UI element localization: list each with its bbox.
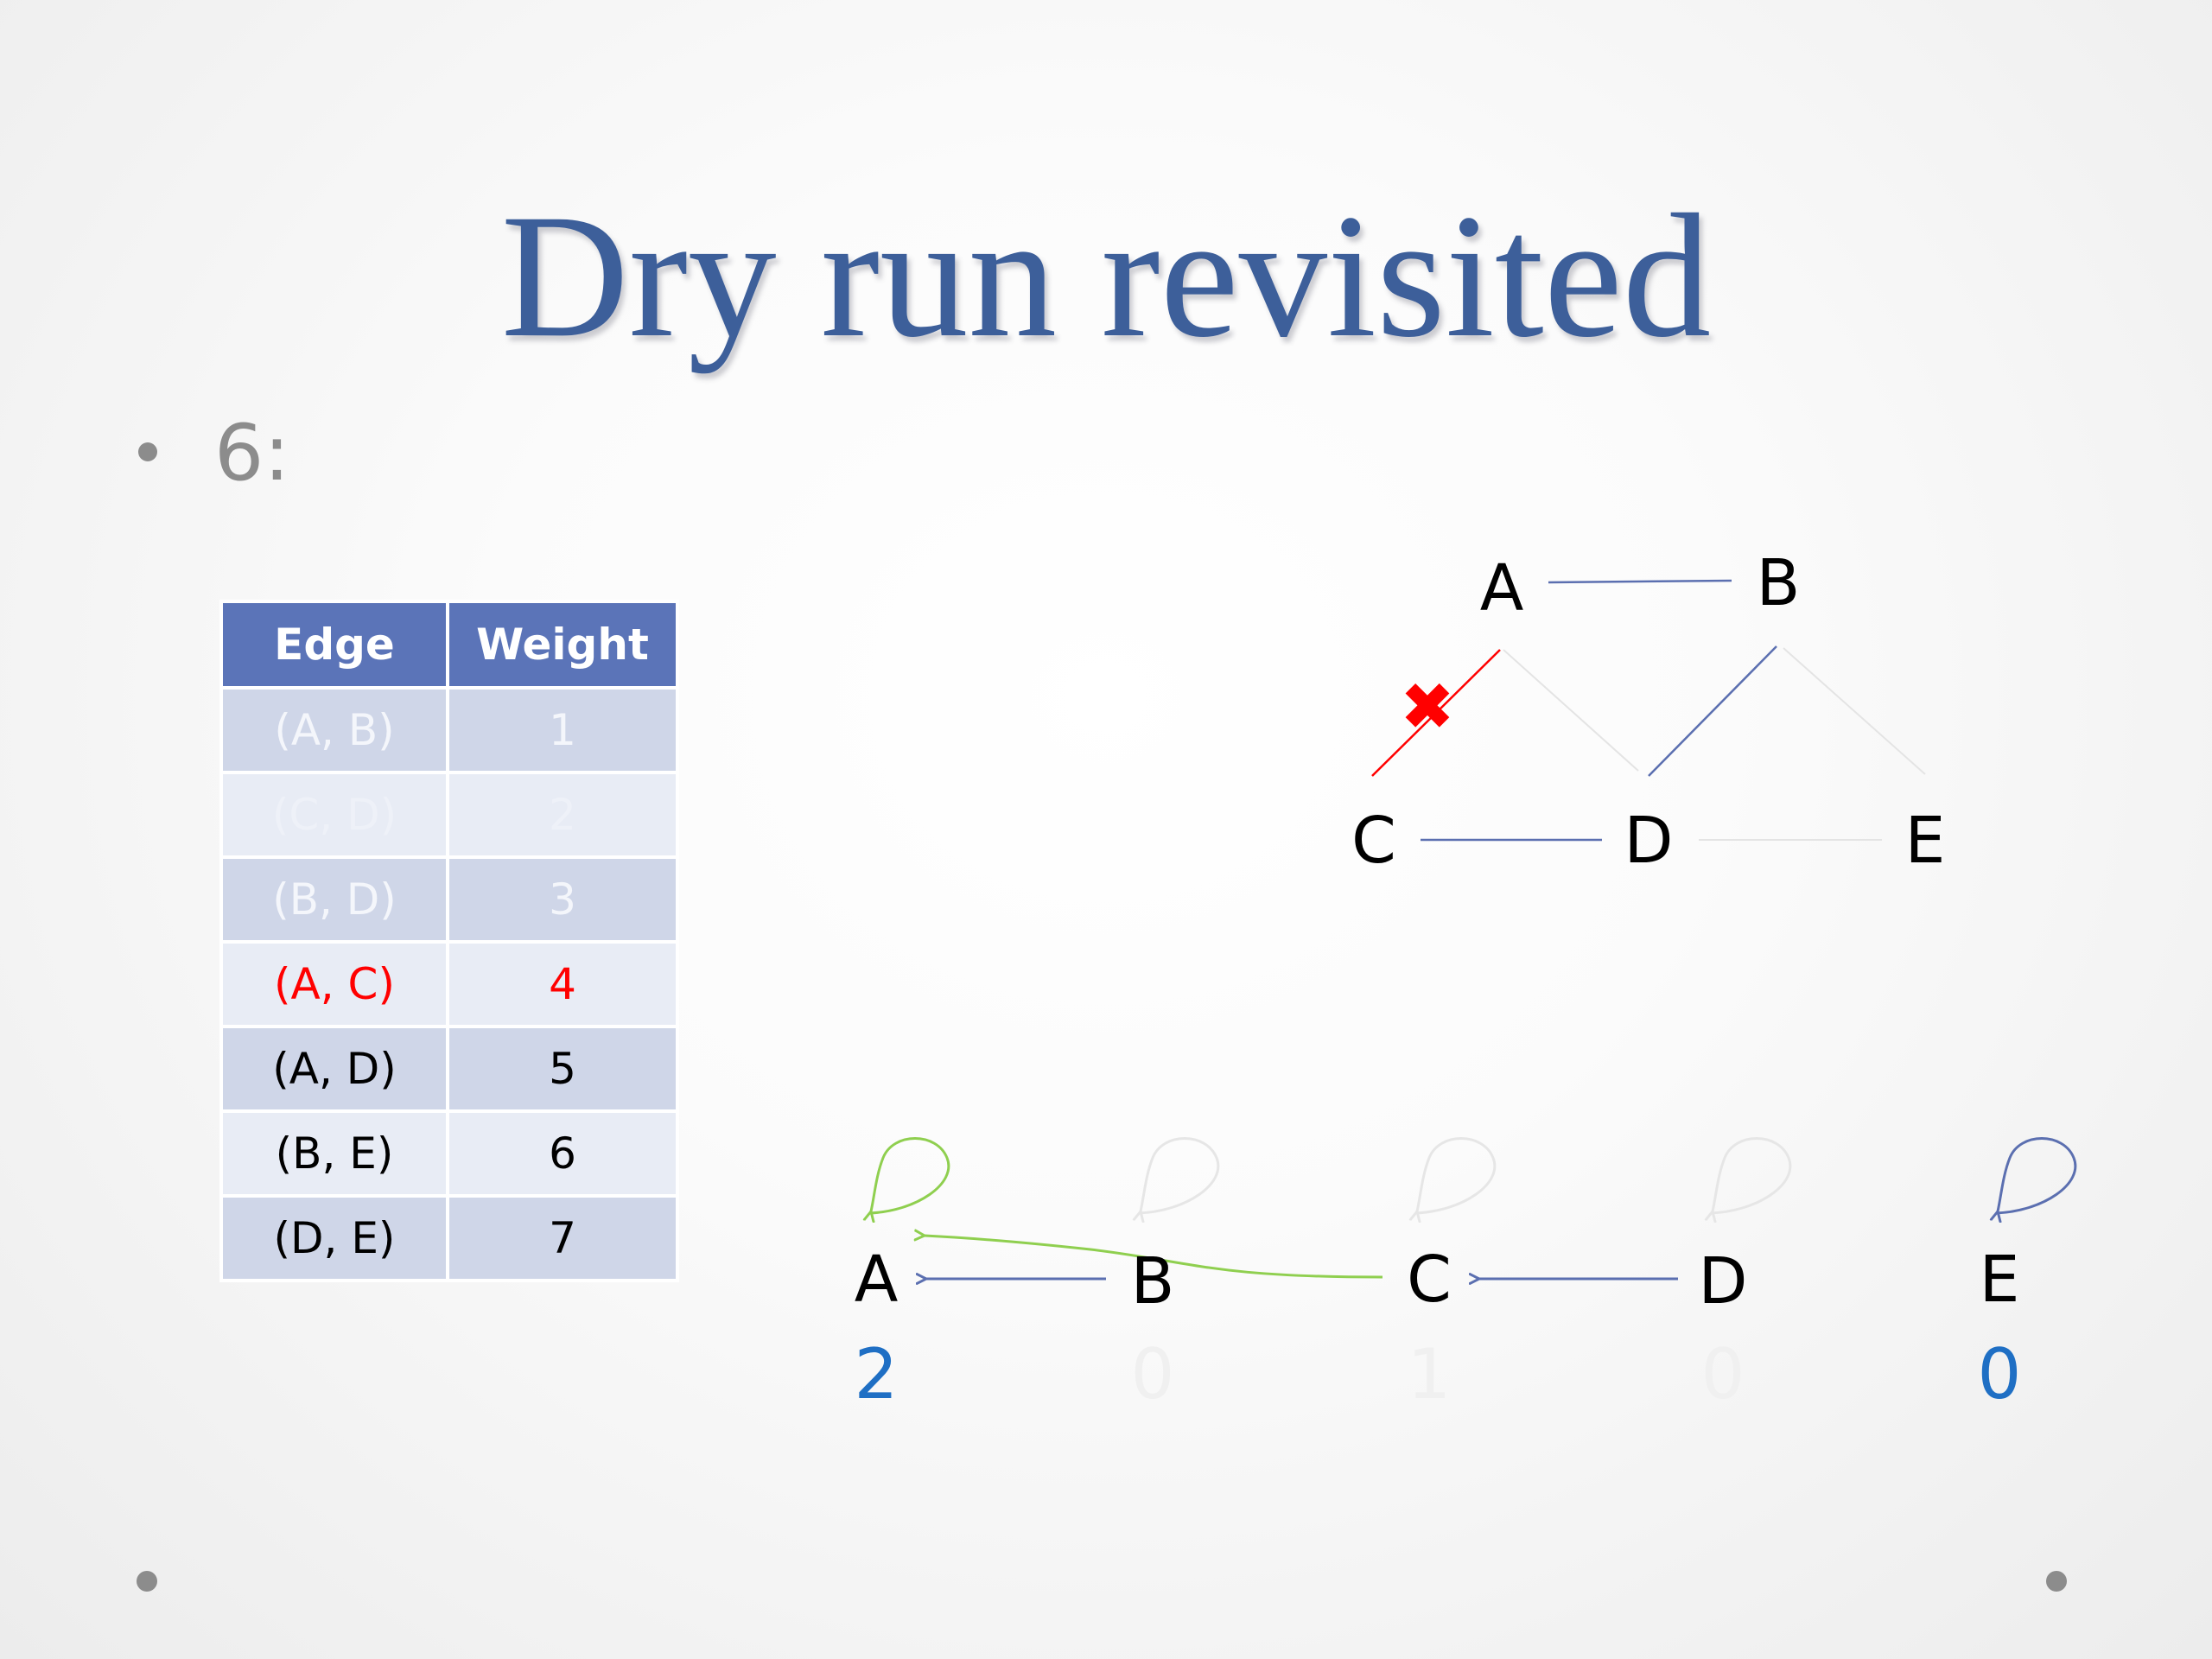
header-edge: Edge	[219, 600, 449, 690]
header-weight: Weight	[446, 600, 679, 690]
forest-node-e: E	[1980, 1243, 2020, 1317]
edge-a-d-faint	[1503, 649, 1639, 772]
self-loop-e	[1996, 1137, 2077, 1214]
edge-cell: (B, E)	[219, 1109, 449, 1198]
weight-cell: 1	[446, 686, 679, 774]
edge-a-c-rejected	[1371, 649, 1501, 777]
rank-c: 1	[1408, 1334, 1452, 1414]
table-row: (B, E) 6	[219, 1109, 679, 1198]
table-row: (D, E) 7	[219, 1194, 679, 1282]
table-row: (A, D) 5	[219, 1025, 679, 1113]
graph-node-b: B	[1757, 546, 1801, 620]
graph-node-c: C	[1351, 804, 1396, 878]
weight-cell: 3	[446, 855, 679, 944]
bullet-dot	[138, 442, 157, 461]
corner-dot-right	[2046, 1571, 2067, 1592]
self-loop-b	[1139, 1137, 1220, 1214]
weight-cell: 2	[446, 771, 679, 859]
forest-node-b: B	[1131, 1244, 1175, 1319]
edge-cell: (C, D)	[219, 771, 449, 859]
edge-cell: (A, B)	[219, 686, 449, 774]
edge-cell: (A, C)	[219, 940, 449, 1028]
graph-node-a: A	[1480, 551, 1524, 626]
edge-cell: (D, E)	[219, 1194, 449, 1282]
table-row: (C, D) 2	[219, 771, 679, 859]
slide-title: Dry run revisited	[500, 178, 1712, 374]
self-loop-d	[1711, 1137, 1792, 1214]
pointer-c-to-a	[925, 1236, 1383, 1279]
self-loop-c	[1415, 1137, 1497, 1214]
edge-b-e-faint	[1783, 647, 1926, 775]
weight-cell: 4	[446, 940, 679, 1028]
edge-cell: (B, D)	[219, 855, 449, 944]
table-row: (B, D) 3	[219, 855, 679, 944]
edge-b-d	[1648, 645, 1777, 777]
edge-weight-table: Edge Weight (A, B) 1 (C, D) 2 (B, D) 3 (…	[219, 600, 679, 1282]
rank-a: 2	[855, 1334, 899, 1414]
table-row: (A, B) 1	[219, 686, 679, 774]
self-loop-a	[869, 1137, 950, 1214]
edge-a-b	[1548, 579, 1732, 584]
bullet-step-label: 6:	[214, 408, 290, 499]
edge-cell: (A, D)	[219, 1025, 449, 1113]
forest-node-d: D	[1699, 1244, 1748, 1319]
weight-cell: 5	[446, 1025, 679, 1113]
corner-dot-left	[137, 1571, 157, 1592]
forest-node-a: A	[855, 1243, 899, 1317]
rank-b: 0	[1131, 1334, 1175, 1414]
table-header-row: Edge Weight	[219, 600, 679, 690]
graph-node-d: D	[1624, 804, 1674, 878]
table-row-current: (A, C) 4	[219, 940, 679, 1028]
weight-cell: 6	[446, 1109, 679, 1198]
forest-node-c: C	[1407, 1243, 1452, 1317]
rejected-x-icon: ✖	[1400, 668, 1455, 745]
rank-d: 0	[1701, 1334, 1745, 1414]
rank-e: 0	[1978, 1334, 2022, 1414]
graph-node-e: E	[1905, 804, 1946, 878]
weight-cell: 7	[446, 1194, 679, 1282]
